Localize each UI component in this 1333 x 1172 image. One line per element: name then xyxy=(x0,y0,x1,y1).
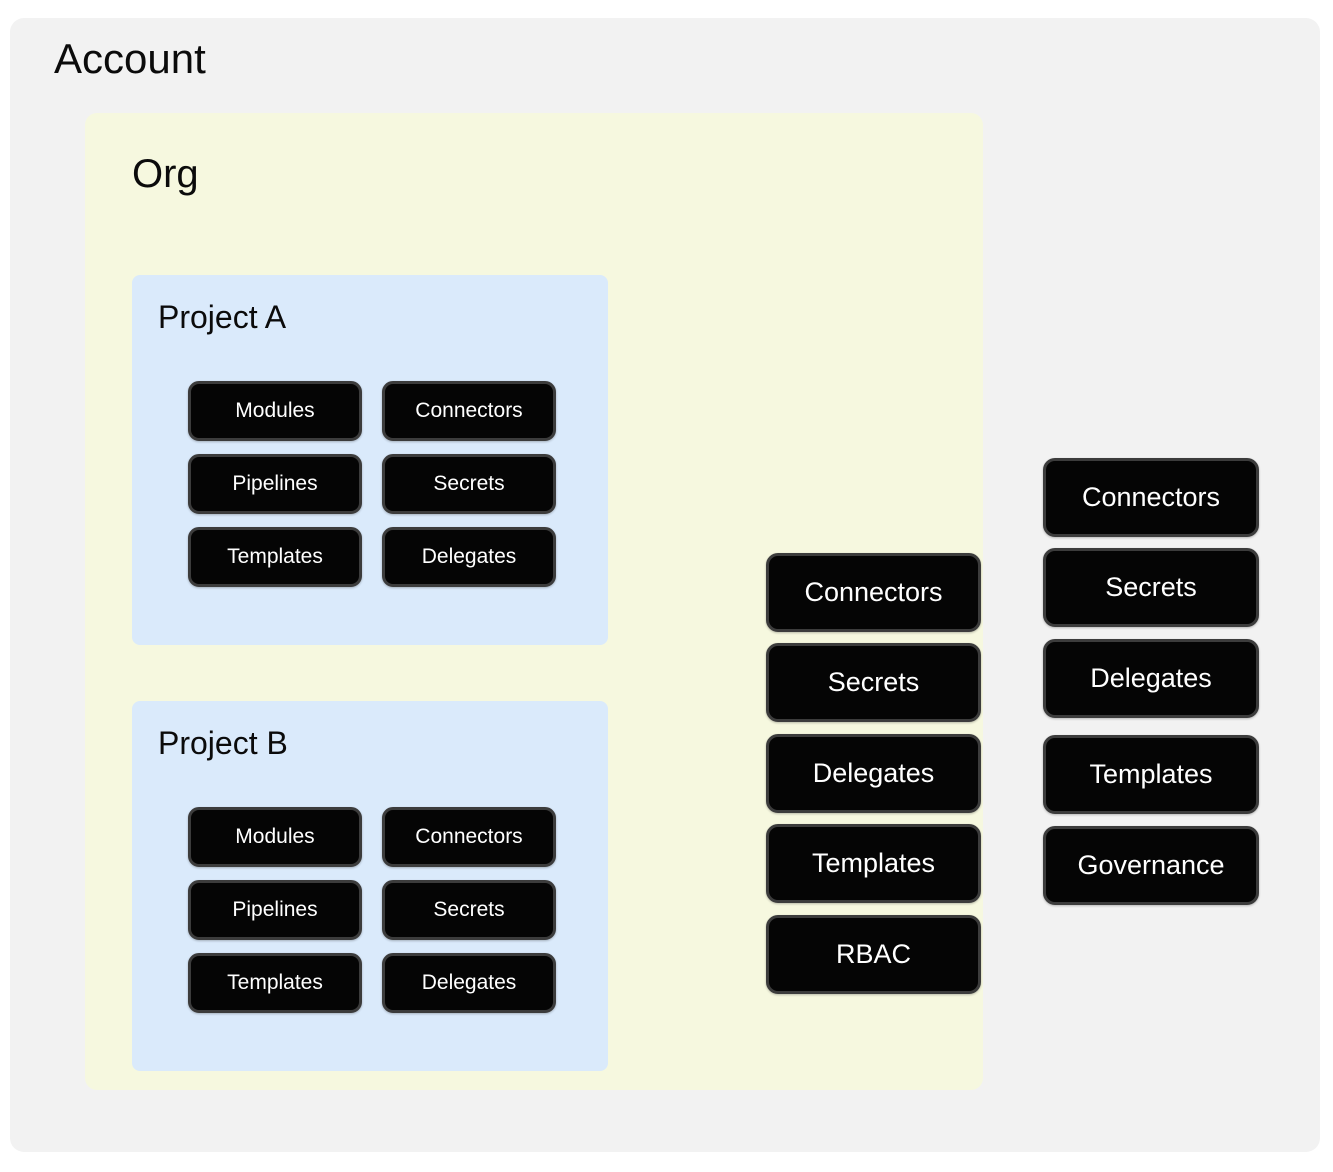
account-scope-container: Account Org Project A Modules Pipelines … xyxy=(10,18,1320,1152)
project-b-resource-grid: Modules Pipelines Templates Connectors S… xyxy=(188,807,556,1025)
project-a-node-connectors[interactable]: Connectors xyxy=(382,381,556,441)
org-scope-container: Org Project A Modules Pipelines Template… xyxy=(85,113,983,1090)
project-b-node-secrets[interactable]: Secrets xyxy=(382,880,556,940)
org-node-delegates[interactable]: Delegates xyxy=(766,734,981,813)
account-node-delegates[interactable]: Delegates xyxy=(1043,639,1259,718)
org-node-connectors[interactable]: Connectors xyxy=(766,553,981,632)
account-node-secrets[interactable]: Secrets xyxy=(1043,548,1259,627)
project-b-label: Project B xyxy=(158,725,288,761)
project-b-node-delegates[interactable]: Delegates xyxy=(382,953,556,1013)
project-a-node-modules[interactable]: Modules xyxy=(188,381,362,441)
account-node-templates[interactable]: Templates xyxy=(1043,735,1259,814)
org-node-rbac[interactable]: RBAC xyxy=(766,915,981,994)
account-scope-label: Account xyxy=(54,35,206,82)
org-node-secrets[interactable]: Secrets xyxy=(766,643,981,722)
project-a-node-templates[interactable]: Templates xyxy=(188,527,362,587)
project-a-resource-grid: Modules Pipelines Templates Connectors S… xyxy=(188,381,556,599)
project-b-node-templates[interactable]: Templates xyxy=(188,953,362,1013)
project-a-container: Project A Modules Pipelines Templates Co… xyxy=(132,275,608,645)
project-b-container: Project B Modules Pipelines Templates Co… xyxy=(132,701,608,1071)
project-a-label: Project A xyxy=(158,299,287,335)
project-b-node-connectors[interactable]: Connectors xyxy=(382,807,556,867)
project-b-node-modules[interactable]: Modules xyxy=(188,807,362,867)
project-a-node-delegates[interactable]: Delegates xyxy=(382,527,556,587)
account-node-connectors[interactable]: Connectors xyxy=(1043,458,1259,537)
org-node-templates[interactable]: Templates xyxy=(766,824,981,903)
account-node-governance[interactable]: Governance xyxy=(1043,826,1259,905)
project-a-node-pipelines[interactable]: Pipelines xyxy=(188,454,362,514)
org-scope-label: Org xyxy=(132,152,199,196)
project-b-node-pipelines[interactable]: Pipelines xyxy=(188,880,362,940)
project-a-node-secrets[interactable]: Secrets xyxy=(382,454,556,514)
